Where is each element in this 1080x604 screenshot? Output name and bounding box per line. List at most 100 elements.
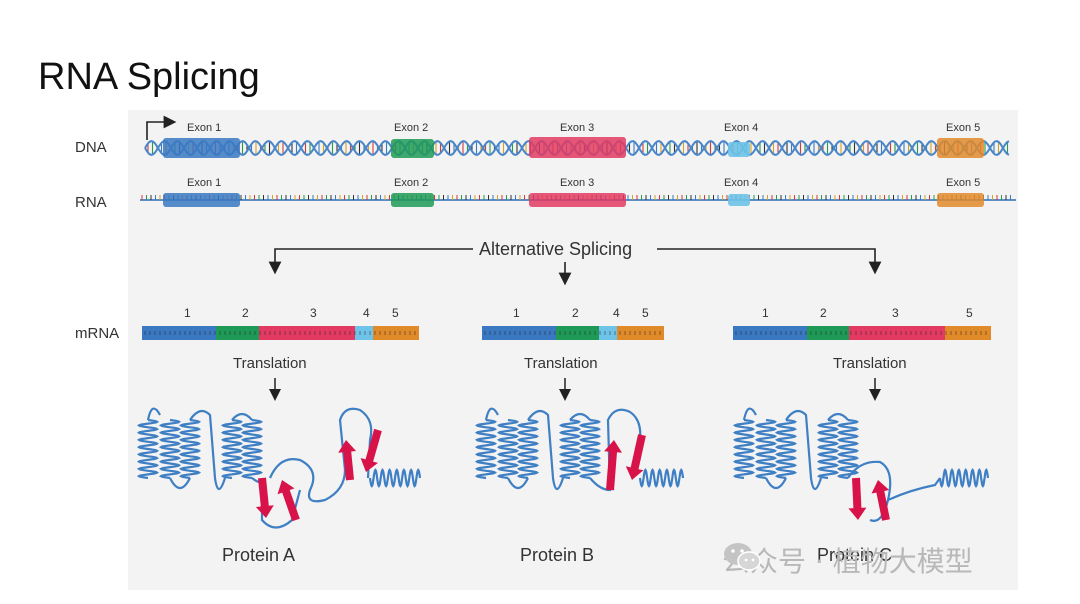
mrna-a-exon-1 (142, 326, 216, 340)
alpha-helix (774, 418, 798, 480)
loop (251, 477, 302, 529)
beta-sheet-arrow (625, 434, 646, 480)
translation-label-a: Translation (233, 355, 307, 372)
mrna-a-numbers: 1 2 3 4 5 (184, 306, 399, 320)
rna-exon-4-label: Exon 4 (724, 177, 758, 189)
dna-exon-2 (391, 139, 434, 158)
transcription-start-arrow (146, 115, 177, 140)
beta-sheet-arrow (360, 428, 382, 472)
mrna-a-exon-2 (216, 326, 259, 340)
alternative-splicing-label: Alternative Splicing (479, 239, 632, 259)
alpha-helix (638, 468, 685, 488)
loop (569, 412, 591, 421)
alpha-helix (240, 418, 264, 480)
rna-exon-1-label: Exon 1 (187, 177, 221, 189)
dna-exon-1-label: Exon 1 (187, 122, 221, 134)
beta-sheet-arrow (338, 440, 357, 481)
rna-exon-2-label: Exon 2 (394, 177, 428, 189)
rna-exon-1 (163, 193, 240, 207)
loop (742, 407, 757, 421)
loop (507, 477, 529, 490)
dna-label: DNA (75, 139, 107, 156)
dna-exon-labels: Exon 1 Exon 2 Exon 3 Exon 4 Exon 5 (187, 122, 980, 134)
loop (765, 477, 787, 490)
page-title: RNA Splicing (38, 56, 260, 98)
mrna-isoform-c (733, 326, 991, 340)
alpha-helix (178, 418, 202, 480)
loop (785, 409, 823, 491)
rna-exon-5-label: Exon 5 (946, 177, 980, 189)
alpha-helix (136, 418, 160, 480)
loop (146, 407, 161, 421)
alpha-helix (220, 418, 244, 480)
mrna-a-num-3: 3 (310, 306, 317, 320)
dna-exon-5-label: Exon 5 (946, 122, 980, 134)
mrna-b-num-2: 2 (572, 306, 579, 320)
protein-a-structure (136, 407, 422, 529)
diagram-panel (128, 110, 1018, 590)
mrna-b-exon-5 (617, 326, 664, 340)
alpha-helix (578, 418, 602, 480)
mrna-b-numbers: 1 2 4 5 (513, 306, 649, 320)
mrna-c-num-3: 3 (892, 306, 899, 320)
dna-exon-3-label: Exon 3 (560, 122, 594, 134)
alpha-helix (732, 418, 756, 480)
loop (847, 460, 892, 522)
mrna-c-num-2: 2 (820, 306, 827, 320)
alpha-helix (816, 418, 840, 480)
dna-exon-4-label: Exon 4 (724, 122, 758, 134)
dna-exon-5 (937, 138, 984, 158)
beta-sheet-arrow (277, 480, 300, 522)
mrna-b-num-5: 5 (642, 306, 649, 320)
protein-b-label: Protein B (520, 545, 594, 565)
beta-sheet-arrow (848, 477, 867, 520)
beta-sheet-arrow (604, 440, 622, 491)
rna-exon-3 (529, 193, 626, 207)
mrna-a-exon-5 (373, 326, 419, 340)
rna-exons (163, 193, 984, 207)
alpha-helix (836, 418, 860, 480)
rna-exon-5 (937, 193, 984, 207)
mrna-a-exon-3 (259, 326, 355, 340)
loop (887, 477, 941, 502)
dna-exons (163, 137, 984, 158)
mrna-a-num-2: 2 (242, 306, 249, 320)
mrna-b-num-4: 4 (613, 306, 620, 320)
dna-exon-1 (163, 138, 240, 158)
rna-exon-4 (728, 194, 750, 206)
dna-exon-4 (728, 142, 750, 157)
mrna-c-exon-1 (733, 326, 807, 340)
beta-sheet-arrow (871, 480, 890, 521)
loop (484, 407, 499, 421)
translation-label-c: Translation (833, 355, 907, 372)
mrna-b-num-1: 1 (513, 306, 520, 320)
watermark-text: 公众号 · 植物大模型 (722, 545, 973, 578)
loop (527, 409, 565, 491)
dna-exon-3 (529, 137, 626, 158)
mrna-c-exon-5 (945, 326, 991, 340)
splice-arrow-left (268, 248, 473, 275)
rna-label: RNA (75, 194, 107, 211)
mrna-a-exon-4 (355, 326, 373, 340)
mrna-a-num-5: 5 (392, 306, 399, 320)
mrna-label: mRNA (75, 325, 119, 342)
mrna-c-exon-3 (849, 326, 945, 340)
protein-a-label: Protein A (222, 545, 295, 565)
alpha-helix (496, 418, 520, 480)
loop (169, 477, 191, 490)
mrna-a-num-4: 4 (363, 306, 370, 320)
rna-exon-3-label: Exon 3 (560, 177, 594, 189)
alpha-helix (754, 418, 778, 480)
wechat-icon (724, 543, 761, 571)
loop (189, 409, 227, 491)
protein-c-label: Protein C (817, 545, 892, 565)
translation-label-b: Translation (524, 355, 598, 372)
alpha-helix (558, 418, 582, 480)
mrna-c-exon-2 (807, 326, 849, 340)
alpha-helix (368, 468, 422, 488)
alpha-helix (474, 418, 498, 480)
protein-c-structure (732, 407, 990, 522)
rna-exon-2 (391, 193, 434, 207)
mrna-b-exon-2 (556, 326, 599, 340)
mrna-b-exon-4 (599, 326, 617, 340)
